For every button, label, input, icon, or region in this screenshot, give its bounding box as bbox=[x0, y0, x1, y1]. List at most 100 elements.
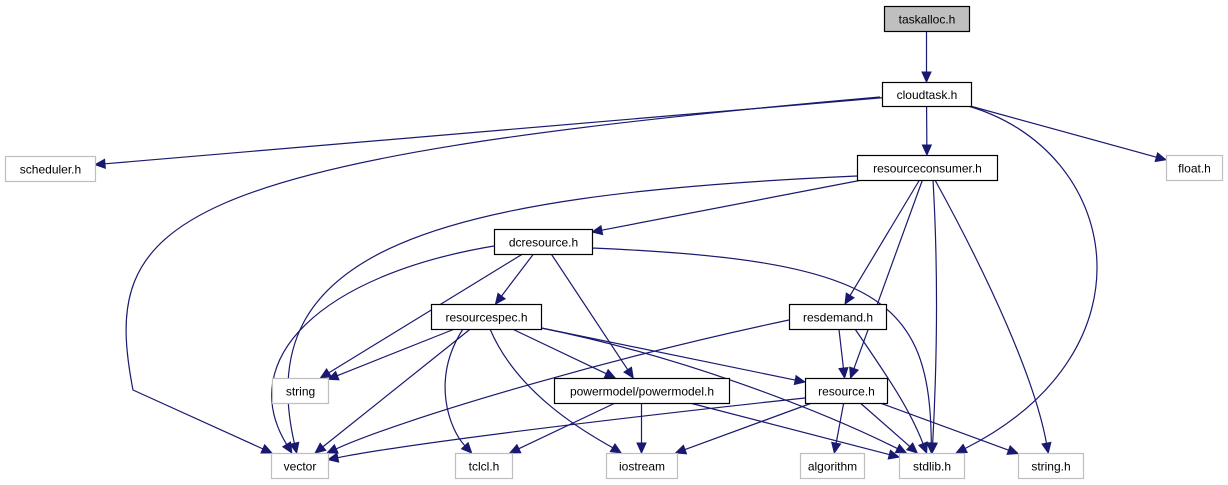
node-dcresource[interactable]: dcresource.h bbox=[493, 228, 594, 256]
node-string: string bbox=[271, 377, 330, 405]
edge-resource-to-stringh bbox=[879, 402, 1020, 455]
edge-line bbox=[932, 179, 938, 444]
node-scheduler: scheduler.h bbox=[4, 155, 97, 183]
node-label: tclcl.h bbox=[469, 460, 500, 474]
arrowhead-icon bbox=[894, 443, 908, 454]
arrowhead-icon bbox=[508, 443, 522, 454]
edge-resourceconsumer-to-dcresource bbox=[590, 179, 863, 236]
edge-resourceconsumer-to-vector bbox=[287, 175, 858, 455]
edge-resource-to-iostream bbox=[674, 402, 813, 455]
arrowhead-icon bbox=[887, 449, 901, 460]
edge-resourcespec-to-iostream bbox=[489, 328, 623, 454]
edge-dcresource-to-string bbox=[319, 253, 523, 379]
edge-line bbox=[322, 328, 471, 448]
edge-line bbox=[601, 179, 863, 231]
arrowhead-icon bbox=[921, 71, 932, 84]
edge-resdemand-to-resource bbox=[838, 328, 849, 380]
node-stringh: string.h bbox=[1017, 452, 1085, 480]
node-label: taskalloc.h bbox=[899, 13, 956, 27]
arrowhead-icon bbox=[289, 441, 300, 455]
node-label: powermodel/powermodel.h bbox=[570, 385, 714, 399]
edge-line bbox=[125, 96, 881, 450]
edge-line bbox=[271, 245, 495, 445]
node-powermodel[interactable]: powermodel/powermodel.h bbox=[553, 377, 731, 405]
node-box[interactable] bbox=[788, 303, 888, 331]
node-box bbox=[1165, 154, 1224, 182]
node-box[interactable] bbox=[881, 81, 973, 108]
edge-cloudtask-to-scheduler bbox=[93, 97, 883, 170]
edge-line bbox=[934, 179, 1048, 444]
arrowhead-icon bbox=[281, 441, 293, 455]
node-label: resourcespec.h bbox=[445, 311, 527, 325]
node-box bbox=[883, 5, 971, 33]
edge-line bbox=[328, 253, 523, 374]
edge-line bbox=[853, 179, 924, 369]
node-box[interactable] bbox=[856, 154, 999, 182]
edge-resourceconsumer-to-resdemand bbox=[844, 179, 921, 306]
node-box[interactable] bbox=[804, 377, 889, 405]
arrowhead-icon bbox=[917, 441, 928, 455]
arrowhead-icon bbox=[831, 441, 842, 455]
edge-line bbox=[854, 328, 924, 444]
node-cloudtask[interactable]: cloudtask.h bbox=[881, 81, 973, 108]
edge-line bbox=[838, 328, 845, 369]
node-label: dcresource.h bbox=[509, 236, 578, 250]
node-label: resdemand.h bbox=[803, 311, 873, 325]
edge-cloudtask-to-stdlib bbox=[955, 105, 1098, 454]
edge-powermodel-to-stdlib bbox=[689, 402, 901, 460]
edge-resourcespec-to-tclcl bbox=[444, 328, 473, 454]
edge-line bbox=[591, 247, 932, 444]
edge-cloudtask-to-float bbox=[970, 105, 1168, 163]
node-box bbox=[270, 452, 330, 480]
arrowhead-icon bbox=[905, 442, 919, 454]
arrowhead-icon bbox=[1154, 151, 1168, 163]
arrowhead-icon bbox=[460, 441, 473, 454]
edge-line bbox=[970, 105, 1157, 158]
edge-dcresource-to-vector bbox=[271, 245, 495, 455]
edge-line bbox=[335, 319, 790, 450]
edge-resourcespec-to-vector bbox=[314, 328, 471, 454]
edge-powermodel-to-tclcl bbox=[508, 402, 616, 454]
node-iostream: iostream bbox=[605, 452, 679, 480]
edge-line bbox=[540, 327, 796, 381]
node-label: scheduler.h bbox=[20, 163, 81, 177]
node-label: cloudtask.h bbox=[897, 88, 958, 102]
node-box[interactable] bbox=[553, 377, 731, 405]
edge-taskalloc-to-cloudtask bbox=[921, 31, 932, 84]
node-box bbox=[1017, 452, 1085, 480]
node-label: resource.h bbox=[818, 385, 875, 399]
node-label: float.h bbox=[1178, 162, 1211, 176]
node-box[interactable] bbox=[493, 228, 594, 256]
edge-cloudtask-to-vector bbox=[125, 96, 881, 454]
edge-resource-to-algorithm bbox=[831, 402, 845, 455]
arrowhead-icon bbox=[955, 443, 968, 454]
node-stdlib: stdlib.h bbox=[898, 452, 966, 480]
node-box bbox=[271, 377, 330, 405]
edge-line bbox=[835, 402, 845, 444]
node-resourcespec[interactable]: resourcespec.h bbox=[430, 303, 543, 331]
node-resourceconsumer[interactable]: resourceconsumer.h bbox=[856, 154, 999, 182]
edge-line bbox=[337, 328, 455, 377]
node-box[interactable] bbox=[430, 303, 543, 331]
node-resdemand[interactable]: resdemand.h bbox=[788, 303, 888, 331]
edge-resourcespec-to-stdlib bbox=[540, 327, 908, 454]
edge-cloudtask-to-resourceconsumer bbox=[921, 105, 933, 157]
node-float: float.h bbox=[1165, 154, 1224, 182]
arrowhead-icon bbox=[1041, 441, 1052, 455]
edge-resdemand-to-vector bbox=[325, 319, 790, 454]
edge-line bbox=[550, 253, 629, 370]
edge-resourceconsumer-to-resource bbox=[849, 179, 924, 380]
arrowhead-icon bbox=[314, 442, 327, 454]
node-label: iostream bbox=[619, 460, 665, 474]
node-box bbox=[4, 155, 97, 183]
arrowhead-icon bbox=[603, 368, 617, 379]
edge-line bbox=[684, 402, 813, 451]
node-taskalloc: taskalloc.h bbox=[883, 5, 971, 33]
arrowhead-icon bbox=[326, 452, 340, 463]
edge-resource-to-vector bbox=[326, 397, 806, 463]
arrowhead-icon bbox=[609, 443, 623, 454]
edge-line bbox=[337, 397, 806, 459]
node-label: string.h bbox=[1031, 460, 1070, 474]
node-resource[interactable]: resource.h bbox=[804, 377, 889, 405]
